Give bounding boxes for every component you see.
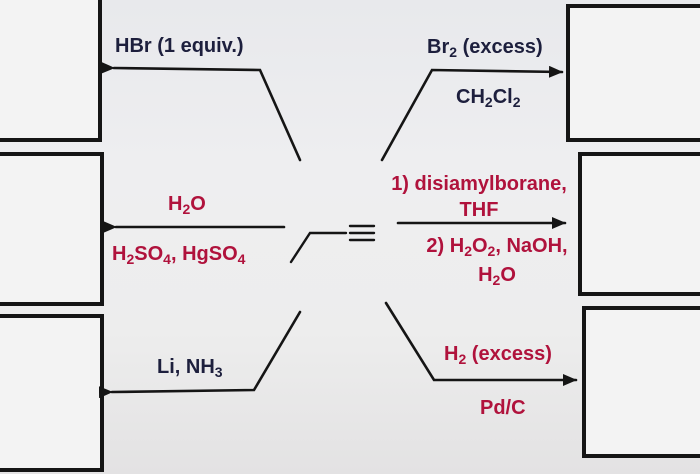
arrow-hydrogenation: [384, 301, 578, 386]
h2so4-part-a: H: [112, 243, 127, 265]
arrow-li-nh3: [98, 310, 302, 399]
step2-line1: 2) H2O2, NaOH,: [417, 235, 577, 259]
catalyst-pdc: Pd/C: [480, 398, 526, 418]
step2-sub-a: 2: [464, 243, 472, 259]
alkyne-structure: [289, 224, 376, 264]
h2-condition: (excess): [466, 343, 552, 365]
pdc-text: Pd/C: [480, 397, 526, 419]
solvent-ch2cl2: CH2Cl2: [456, 86, 521, 110]
reagent-br2-symbol: Br: [427, 36, 450, 58]
h2o-part-b: O: [190, 193, 206, 215]
reagent-hydroboration-step2: 2) H2O2, NaOH, H2O: [417, 235, 577, 288]
arrow-br2: [380, 65, 564, 162]
product-box-hydration: [0, 152, 104, 306]
h2-part-a: H: [444, 343, 459, 365]
product-box-hydrogenation: [582, 306, 700, 458]
hgso4-sub: 4: [237, 251, 246, 267]
reagent-br2-condition: (excess): [457, 36, 543, 58]
step1-line2: THF: [459, 199, 499, 221]
h2-sub-a: 2: [458, 351, 467, 367]
ch2cl2-part-b: Cl: [492, 86, 513, 108]
ch2cl2-sub-a: 2: [484, 94, 493, 110]
product-box-hydroboration: [578, 152, 700, 296]
reagent-br2-subscript: 2: [449, 44, 458, 60]
reagent-h2o-hydration: H2O: [168, 193, 206, 217]
reagent-hydroboration-step1: 1) disiamylborane, THF: [378, 174, 580, 220]
step2-line2: H2O: [417, 264, 577, 288]
h2so4-sub-b: 4: [163, 251, 171, 267]
li-nh3-part-a: Li, NH: [157, 356, 215, 378]
reagent-hbr-text: HBr (1 equiv.): [115, 35, 244, 57]
step2-sub-d: 2: [492, 272, 501, 288]
reagent-h2-excess: H2 (excess): [444, 343, 552, 367]
h2o-part-a: H: [168, 193, 183, 215]
step2-part-c: , NaOH,: [495, 235, 568, 257]
h2so4-part-b: SO: [134, 243, 164, 265]
step1-line1: 1) disiamylborane,: [391, 173, 567, 195]
ch2cl2-part-a: CH: [456, 86, 485, 108]
step2-part-b: O: [471, 235, 488, 257]
hgso4-part: , HgSO: [170, 243, 238, 265]
h2o-sub-a: 2: [182, 201, 191, 217]
h2so4-sub-a: 2: [126, 251, 135, 267]
product-box-hbr: [0, 0, 102, 142]
reagent-hbr: HBr (1 equiv.): [115, 36, 244, 56]
product-box-br2: [566, 4, 700, 142]
step2-sub-b: 2: [487, 243, 496, 259]
li-nh3-sub-a: 3: [214, 364, 223, 380]
step2-part-a: 2) H: [426, 235, 465, 257]
reagent-h2so4-hgso4: H2SO4, HgSO4: [112, 243, 246, 267]
ch2cl2-sub-b: 2: [512, 94, 521, 110]
arrow-hbr: [100, 61, 302, 162]
reagent-br2: Br2 (excess): [427, 36, 543, 60]
step2-part-d: H: [478, 264, 493, 286]
step2-part-e: O: [500, 264, 516, 286]
reagent-li-nh3: Li, NH3: [157, 356, 223, 380]
